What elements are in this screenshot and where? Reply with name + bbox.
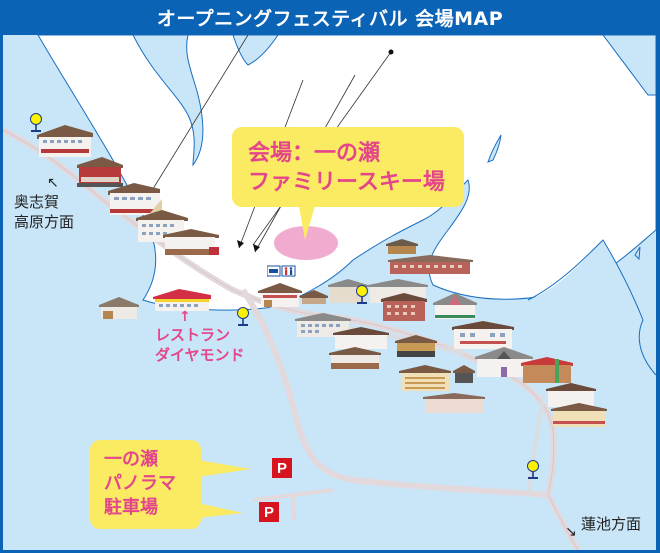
restaurant-diamond-building-icon — [153, 289, 211, 311]
hotel-building-icon — [399, 365, 451, 391]
hasuike-label: 蓮池方面 — [581, 515, 642, 533]
restaurant-arrow-icon: ↑ — [179, 309, 191, 325]
house-icon — [99, 297, 139, 319]
parking-icon: P — [259, 502, 279, 522]
hotel-building-icon — [546, 383, 596, 407]
hotel-building-icon — [108, 183, 162, 215]
house-icon — [453, 365, 475, 383]
lodge-building-icon — [395, 335, 437, 357]
hotel-building-icon — [551, 403, 607, 427]
hotel-building-icon — [77, 157, 123, 187]
parking-icon: P — [272, 458, 292, 478]
hotel-building-icon — [37, 125, 93, 157]
bus-stop-icon — [30, 113, 42, 132]
venue-callout: 会場：一の瀬 ファミリースキー場 — [232, 127, 464, 207]
map-title: オープニングフェスティバル 会場MAP — [156, 8, 504, 30]
parking-callout: 一の瀬 パノラマ 駐車場 — [90, 440, 201, 529]
hotel-building-icon — [333, 327, 389, 349]
hotel-building-icon — [452, 321, 514, 349]
toilet-icon — [267, 265, 296, 277]
brick-hotel-icon — [381, 293, 427, 321]
parking-callout-line1: 一の瀬 — [104, 449, 158, 470]
lodge-building-icon — [258, 283, 302, 307]
brick-hotel-icon — [388, 255, 473, 274]
venue-map: 会場：一の瀬 ファミリースキー場 一の瀬 パノラマ 駐車場 P P ↑ レストラ… — [3, 35, 656, 550]
restaurant-label-line1: レストラン — [155, 326, 231, 344]
parking-callout-line3: 駐車場 — [104, 497, 158, 518]
okushiga-label-line2: 高原方面 — [14, 213, 75, 231]
hotel-building-icon — [423, 393, 485, 413]
parking-callout-line2: パノラマ — [104, 473, 176, 494]
bus-stop-icon — [356, 285, 368, 304]
road-south — [240, 288, 549, 498]
hotel-building-icon — [329, 347, 381, 369]
restaurant-label-line2: ダイヤモンド — [155, 346, 245, 364]
chalet-building-icon — [433, 293, 477, 319]
bus-stop-icon — [527, 460, 539, 479]
house-icon — [300, 290, 328, 304]
red-roof-building-icon — [521, 357, 573, 383]
tudor-building-icon — [475, 347, 533, 377]
venue-callout-line1: 会場：一の瀬 — [248, 141, 381, 166]
hotel-building-icon — [163, 229, 219, 255]
okushiga-label-line1: 奥志賀 — [14, 193, 60, 211]
venue-callout-line2: ファミリースキー場 — [248, 170, 445, 195]
okushiga-arrow-icon: ↖ — [47, 175, 59, 191]
lodge-building-icon — [386, 239, 418, 254]
hasuike-arrow-icon: ↘ — [565, 524, 577, 540]
bus-stop-icon — [237, 307, 249, 326]
